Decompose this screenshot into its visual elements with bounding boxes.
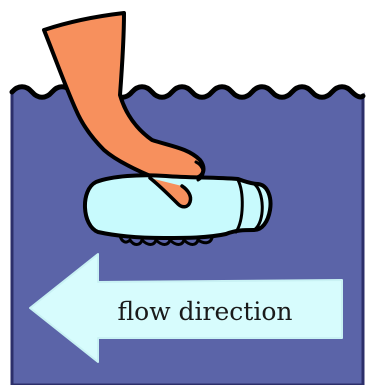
flow-direction-label: flow direction (117, 297, 292, 326)
